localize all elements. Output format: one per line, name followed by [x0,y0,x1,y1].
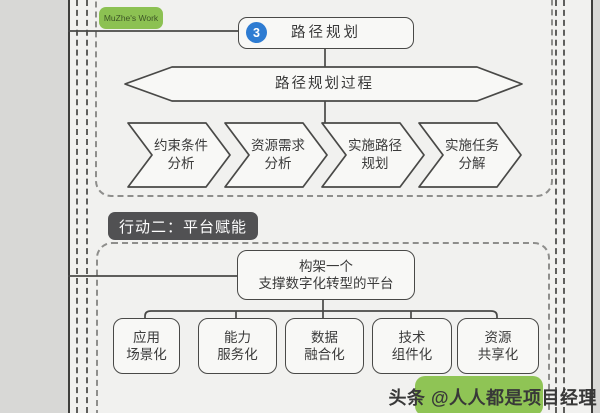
step-chevron-2 [224,122,328,188]
leaf-node-capability: 能力 服务化 [198,318,277,374]
left-dashed-line-2 [86,0,88,413]
leaf-node-resource: 资源 共享化 [457,318,539,374]
step-label-2: 资源需求 分析 [251,138,305,171]
leaf-node-data: 数据 融合化 [285,318,364,374]
author-badge: MuZhe's Work [99,7,163,29]
step-label-4: 实施任务 分解 [445,138,499,171]
path-planning-node-label: 路径规划 [291,24,361,41]
process-hexagon-label: 路径规划过程 [275,75,374,92]
right-page-edge [591,0,593,413]
left-page-edge [68,0,70,413]
leaf-node-application: 应用 场景化 [113,318,180,374]
author-badge-label: MuZhe's Work [103,13,159,23]
bottom-green-node [415,376,543,413]
process-hexagon-shape [124,66,523,102]
section2-header: 行动二：平台赋能 [108,212,258,240]
path-planning-node: 3 路径规划 [238,17,414,49]
right-dashed-line-2 [563,0,565,413]
section1-dashed-container [95,0,553,197]
footer-watermark: 头条 @人人都是项目经理 [388,388,597,408]
step-chevron-3 [321,122,425,188]
step-chevron-4 [418,122,522,188]
right-dashed-line-1 [555,0,557,413]
step-label-3: 实施路径 规划 [348,138,402,171]
connector-bracket [144,310,498,319]
section2-dashed-container [96,242,550,413]
left-dashed-line-1 [76,0,78,413]
platform-node: 构架一个 支撑数字化转型的平台 [237,250,415,300]
step-number-badge: 3 [246,22,267,43]
step-chevron-1 [127,122,231,188]
step-label-1: 约束条件 分析 [154,138,208,171]
leaf-node-technology: 技术 组件化 [372,318,452,374]
